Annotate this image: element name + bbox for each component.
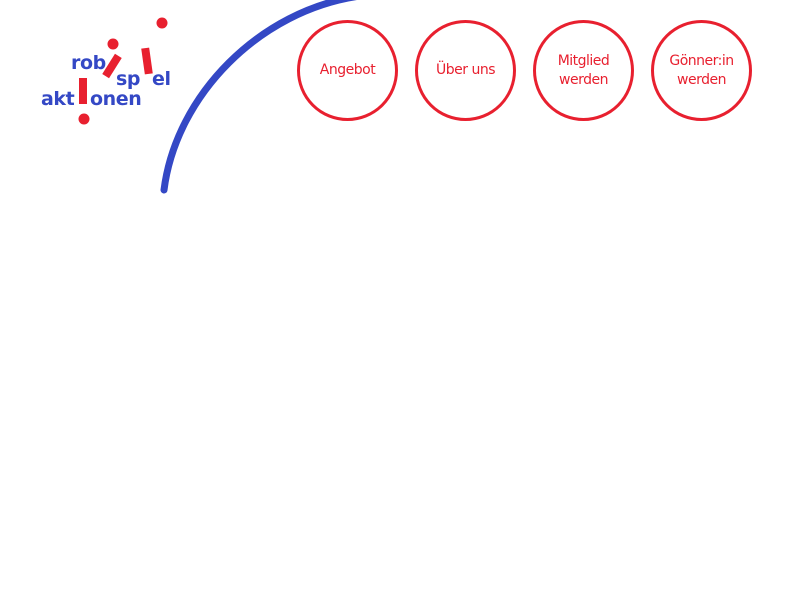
logo-text-akt: akt xyxy=(41,88,75,110)
logo-dot-3 xyxy=(78,113,90,125)
logo-text-sp: sp xyxy=(116,68,140,90)
nav-item-angebot[interactable]: Angebot xyxy=(297,20,398,121)
logo-bar-1 xyxy=(102,53,122,79)
logo-text-el: el xyxy=(152,68,171,90)
logo-bar-2 xyxy=(141,47,153,75)
nav-item-label: Mitglied werden xyxy=(557,52,610,88)
nav-item-label: Über uns xyxy=(436,62,496,78)
logo-dot-2 xyxy=(156,17,168,29)
nav-item-mitglied-werden[interactable]: Mitglied werden xyxy=(533,20,634,121)
nav-item-ueber-uns[interactable]: Über uns xyxy=(415,20,516,121)
nav-item-label: Angebot xyxy=(319,62,376,78)
main-nav: Angebot Über uns Mitglied werden Gönner:… xyxy=(297,20,752,121)
logo-dot-1 xyxy=(107,38,119,50)
logo-text-rob: rob xyxy=(71,52,106,74)
nav-item-goenner-werden[interactable]: Gönner:in werden xyxy=(651,20,752,121)
logo-bar-3 xyxy=(79,78,87,104)
site-logo[interactable]: rob sp el akt onen xyxy=(36,14,186,130)
logo-text-onen: onen xyxy=(90,88,141,110)
logo-mark: rob sp el akt onen xyxy=(41,17,171,125)
nav-item-label: Gönner:in werden xyxy=(669,52,734,88)
